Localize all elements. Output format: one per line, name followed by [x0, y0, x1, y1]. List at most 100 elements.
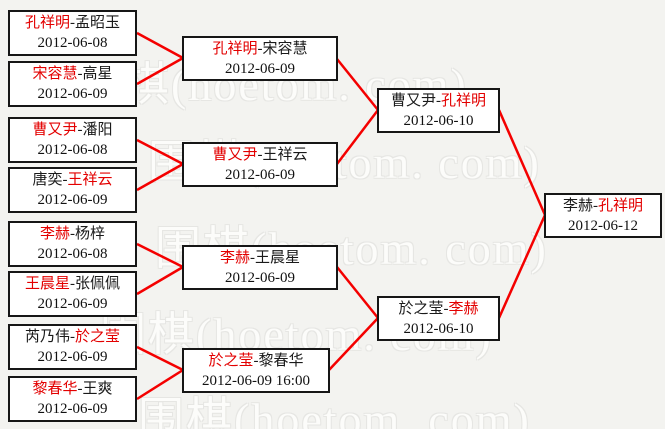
match-players: 孔祥明-孟昭玉	[10, 13, 135, 33]
player-name: 孟昭玉	[75, 15, 121, 31]
separator: -	[253, 353, 259, 369]
match-date: 2012-06-09	[37, 192, 108, 208]
match-box-r1-1: 孔祥明-孟昭玉 2012-06-08	[8, 10, 137, 56]
match-date: 2012-06-09	[37, 349, 108, 365]
connector-line	[497, 109, 547, 216]
match-players: 曹又尹-王祥云	[184, 145, 336, 165]
player-name: 王爽	[82, 381, 113, 397]
player-name-winner: 孔祥明	[441, 93, 487, 109]
player-name: 王祥云	[262, 147, 308, 163]
separator: -	[257, 147, 263, 163]
player-name-winner: 孔祥明	[24, 15, 70, 31]
connector-line	[136, 345, 184, 372]
player-name-winner: 李赫	[448, 301, 479, 317]
match-date: 2012-06-09 16:00	[202, 373, 310, 389]
separator: -	[436, 93, 441, 109]
connector-line	[336, 109, 379, 165]
match-box-r1-7: 芮乃伟-於之莹 2012-06-09	[8, 324, 137, 370]
match-players: 芮乃伟-於之莹	[10, 327, 135, 347]
match-box-r1-6: 王晨星-张佩佩 2012-06-09	[8, 271, 137, 317]
match-date: 2012-06-09	[37, 86, 108, 102]
player-name-winner: 宋容慧	[32, 66, 78, 82]
player-name: 王晨星	[255, 250, 301, 266]
match-box-r2-1: 孔祥明-宋容慧 2012-06-09	[182, 36, 338, 81]
player-name-winner: 曹又尹	[212, 147, 258, 163]
separator: -	[593, 198, 598, 214]
player-name: 潘阳	[82, 122, 113, 138]
separator: -	[70, 226, 75, 242]
separator: -	[70, 15, 75, 31]
match-box-r1-8: 黎春华-王爽 2012-06-09	[8, 376, 137, 422]
match-players: 曹又尹-潘阳	[10, 120, 135, 140]
connector-line	[328, 317, 379, 371]
separator: -	[257, 41, 263, 57]
match-players: 黎春华-王爽	[10, 379, 135, 399]
player-name-winner: 孔祥明	[212, 41, 258, 57]
match-box-r1-5: 李赫-杨梓 2012-06-08	[8, 221, 137, 267]
match-date: 2012-06-10	[403, 321, 474, 337]
match-date: 2012-06-09	[225, 167, 295, 183]
match-date: 2012-06-08	[37, 35, 108, 51]
match-date: 2012-06-12	[568, 218, 638, 234]
player-name: 张佩佩	[75, 276, 121, 292]
match-box-semifinal-1: 曹又尹-孔祥明 2012-06-10	[377, 88, 500, 133]
match-date: 2012-06-08	[37, 142, 108, 158]
match-players: 王晨星-张佩佩	[10, 274, 135, 294]
player-name: 杨梓	[75, 226, 106, 242]
player-name-winner: 於之莹	[208, 353, 254, 369]
match-players: 李赫-王晨星	[184, 248, 336, 268]
player-name-winner: 黎春华	[32, 381, 78, 397]
match-players: 曹又尹-孔祥明	[379, 91, 498, 111]
connector-line	[136, 265, 184, 296]
connector-line	[336, 266, 379, 319]
match-date: 2012-06-10	[403, 113, 474, 129]
separator: -	[77, 122, 83, 138]
connector-line	[136, 31, 184, 60]
separator: -	[443, 301, 449, 317]
separator: -	[77, 381, 83, 397]
connector-line	[497, 214, 547, 319]
player-name: 高星	[82, 66, 113, 82]
match-date: 2012-06-09	[225, 61, 295, 77]
match-box-r1-4: 唐奕-王祥云 2012-06-09	[8, 167, 137, 213]
match-box-r2-2: 曹又尹-王祥云 2012-06-09	[182, 142, 338, 187]
match-players: 孔祥明-宋容慧	[184, 39, 336, 59]
player-name-winner: 於之莹	[75, 329, 121, 345]
match-date: 2012-06-09	[37, 296, 108, 312]
separator: -	[70, 276, 75, 292]
connector-line	[136, 242, 184, 269]
player-name-winner: 王晨星	[24, 276, 70, 292]
player-name: 芮乃伟	[24, 329, 70, 345]
player-name-winner: 王祥云	[67, 172, 113, 188]
separator: -	[77, 66, 83, 82]
match-box-r1-2: 宋容慧-高星 2012-06-09	[8, 61, 137, 107]
match-date: 2012-06-09	[37, 401, 108, 417]
match-players: 於之莹-李赫	[379, 299, 498, 319]
match-date: 2012-06-09	[225, 270, 295, 286]
separator: -	[250, 250, 255, 266]
player-name: 曹又尹	[390, 93, 436, 109]
player-name-winner: 李赫	[39, 226, 70, 242]
match-players: 於之莹-黎春华	[184, 351, 328, 371]
player-name: 唐奕	[32, 172, 63, 188]
match-box-final: 李赫-孔祥明 2012-06-12	[544, 193, 662, 238]
match-players: 唐奕-王祥云	[10, 170, 135, 190]
match-box-semifinal-2: 於之莹-李赫 2012-06-10	[377, 296, 500, 341]
connector-line	[136, 368, 184, 401]
connector-line	[136, 162, 184, 192]
match-players: 宋容慧-高星	[10, 64, 135, 84]
player-name: 於之莹	[398, 301, 444, 317]
connector-line	[336, 58, 379, 111]
connector-line	[136, 56, 184, 86]
connector-line	[136, 138, 184, 166]
separator: -	[62, 172, 68, 188]
match-date: 2012-06-08	[37, 246, 108, 262]
player-name: 李赫	[562, 198, 593, 214]
match-box-r2-3: 李赫-王晨星 2012-06-09	[182, 245, 338, 290]
player-name: 黎春华	[258, 353, 304, 369]
watermark-text: 围棋(hoetom. com)	[138, 394, 531, 429]
match-box-r2-4: 於之莹-黎春华 2012-06-09 16:00	[182, 348, 330, 393]
player-name-winner: 孔祥明	[598, 198, 644, 214]
